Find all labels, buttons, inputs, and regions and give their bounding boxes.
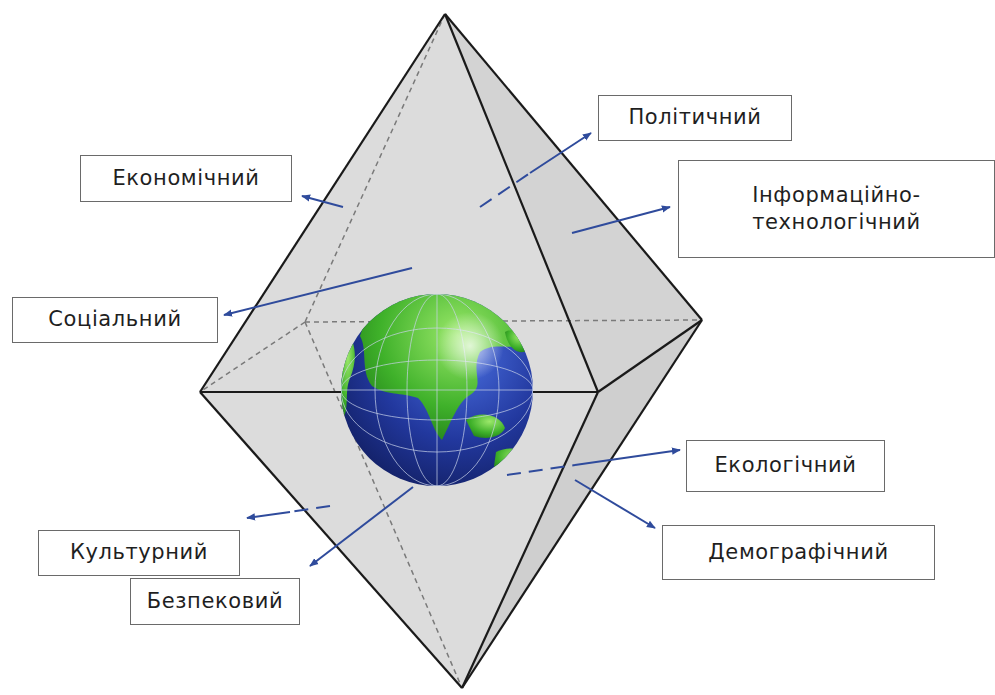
- label-text: Демографічний: [708, 539, 888, 566]
- label-text: Екологічний: [715, 452, 857, 479]
- label-box: Політичний: [598, 95, 792, 141]
- label-text: Безпековий: [147, 588, 283, 615]
- label-box: Демографічний: [662, 525, 935, 580]
- label-text: Соціальний: [48, 306, 181, 333]
- label-box: Екологічний: [686, 440, 885, 492]
- label-box: Культурний: [38, 530, 240, 576]
- label-text: Економічний: [112, 165, 259, 192]
- label-box: Економічний: [80, 155, 292, 202]
- leader-arrows: [224, 133, 680, 566]
- globe: [337, 290, 533, 486]
- label-text: Інформаційно-технологічний: [737, 182, 937, 237]
- label-box: Соціальний: [12, 297, 218, 343]
- label-box: Інформаційно-технологічний: [678, 160, 995, 258]
- label-text: Політичний: [628, 104, 761, 131]
- label-box: Безпековий: [130, 578, 300, 625]
- label-text: Культурний: [70, 539, 208, 566]
